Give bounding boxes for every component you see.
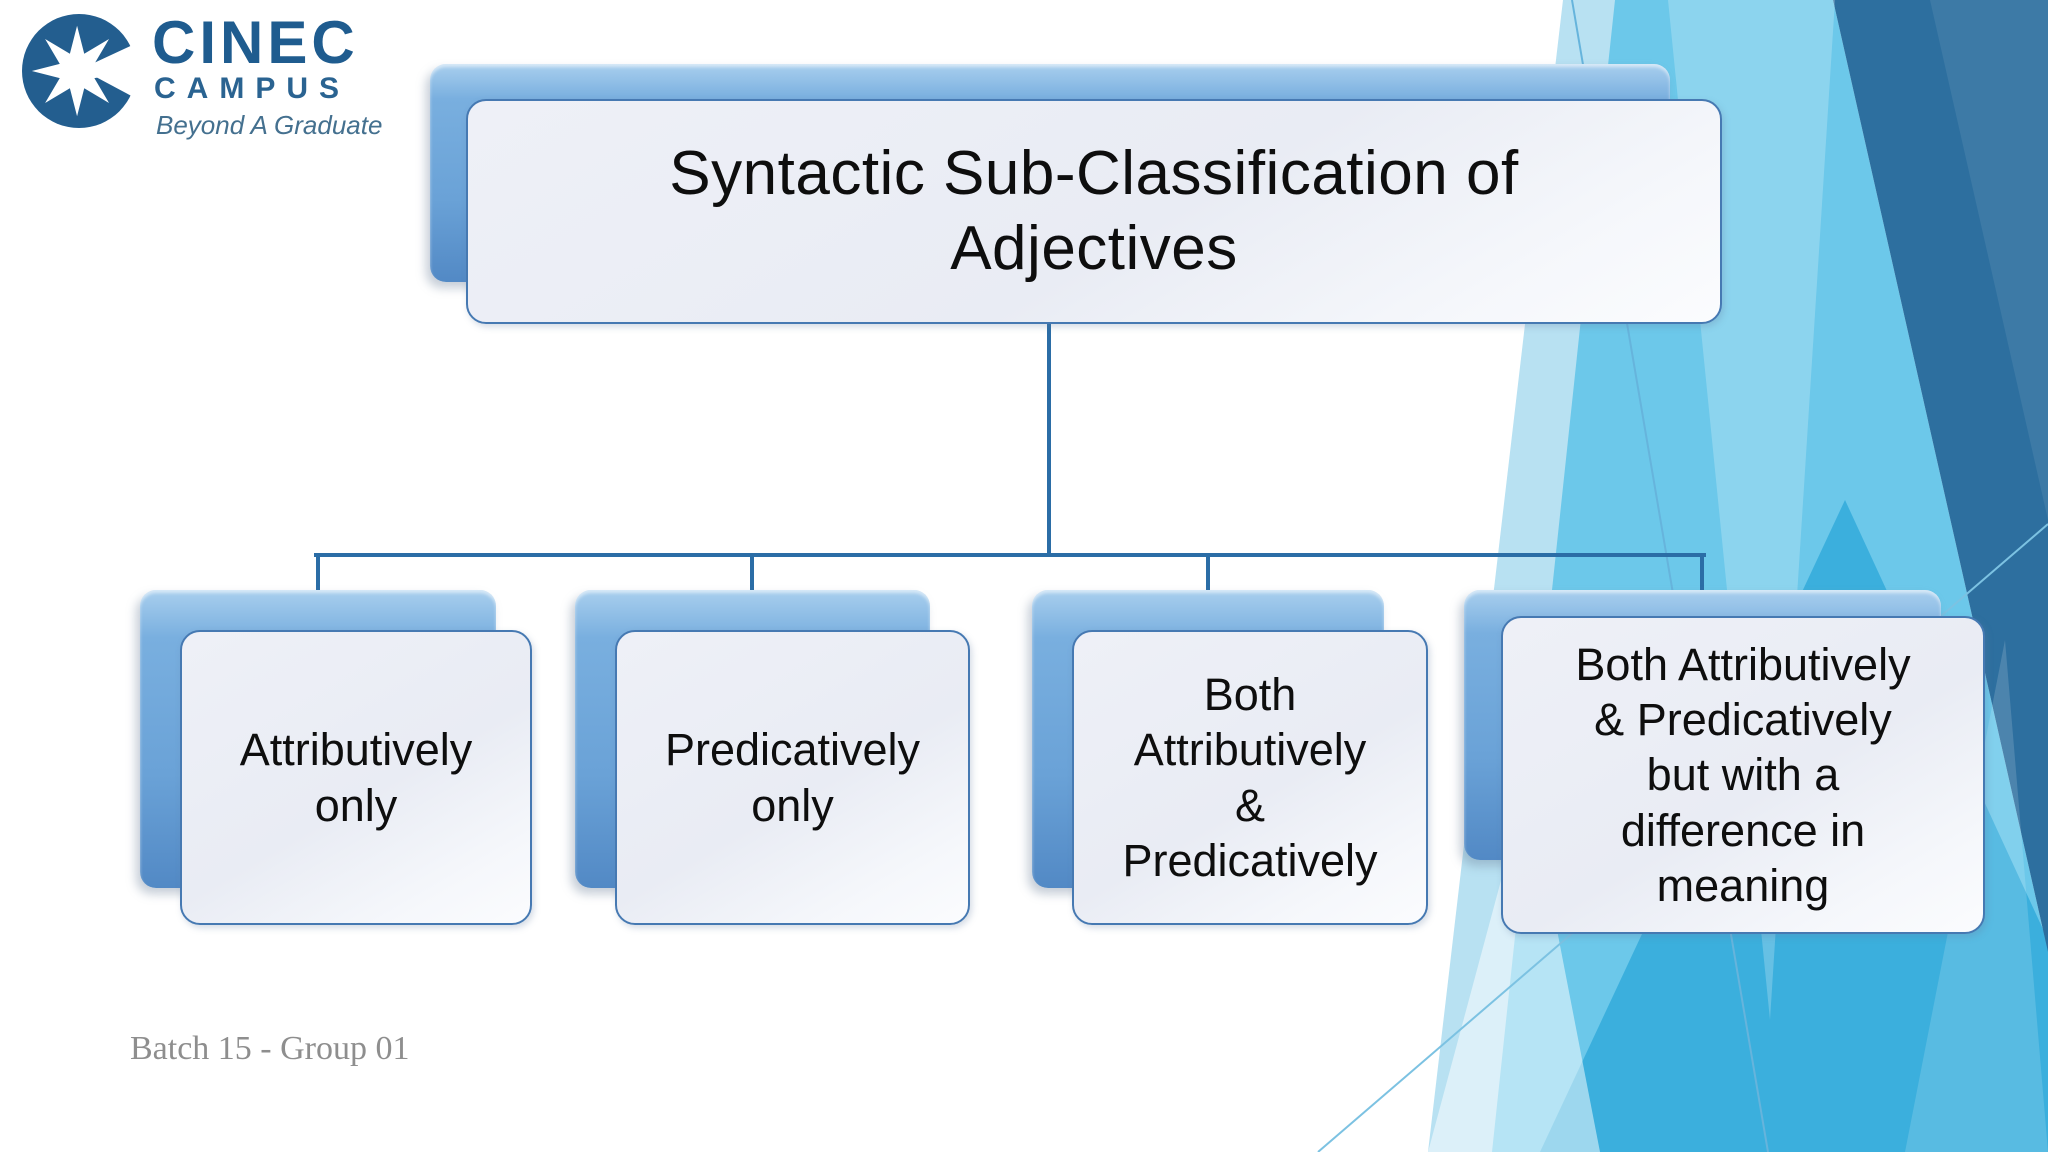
node-1-label: Attributively only [239,724,473,831]
diagram-title: Syntactic Sub-Classification of Adjectiv… [669,139,1519,283]
node-1-box: Attributively only [180,630,532,925]
node-4-label: Both Attributively & Predicatively but w… [1575,638,1911,912]
footer-credit: Batch 15 - Group 01 [130,1030,410,1067]
node-3-label: Both Attributively & Predicatively [1122,668,1378,886]
node-2-box: Predicatively only [615,630,970,925]
connector-cross-bar [314,553,1706,557]
node-2-label: Predicatively only [664,724,921,831]
cinec-logo-star-icon [22,13,140,129]
logo-tagline: Beyond A Graduate [156,110,383,140]
connector-drop-3 [1206,553,1210,594]
connector-drop-4 [1700,553,1704,594]
connector-title-stem [1047,318,1051,557]
connector-drop-2 [750,553,754,594]
logo-brand-text: CINEC [152,9,359,76]
node-4-box: Both Attributively & Predicatively but w… [1501,616,1985,934]
title-box: Syntactic Sub-Classification of Adjectiv… [466,99,1722,324]
logo-campus-text: CAMPUS [154,72,351,105]
connector-drop-1 [316,553,320,594]
node-3-box: Both Attributively & Predicatively [1072,630,1428,925]
